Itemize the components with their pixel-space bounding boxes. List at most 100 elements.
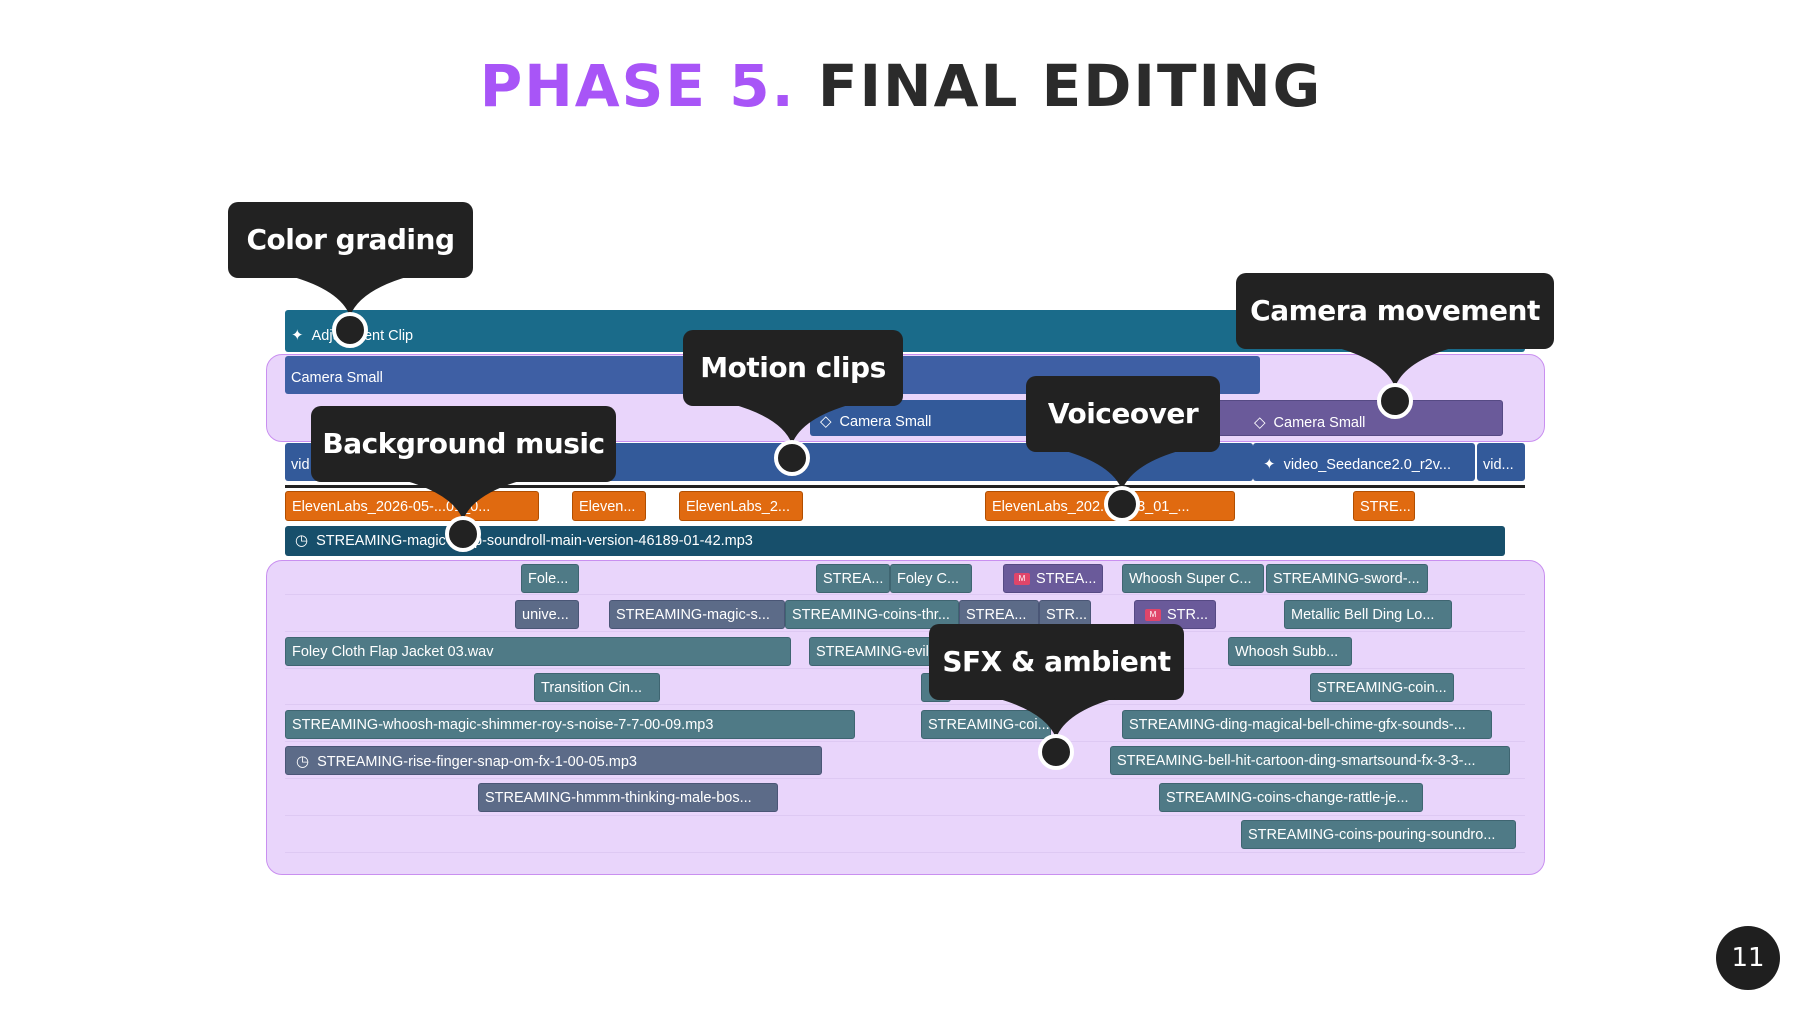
sfx-clip[interactable]: Whoosh Subb... [1228, 637, 1352, 666]
callout-label: Motion clips [700, 351, 886, 384]
sfx-clip[interactable]: STREAMING-coins-change-rattle-je... [1159, 783, 1423, 812]
track-line [285, 594, 1525, 595]
diamond-icon: ◇ [1254, 414, 1266, 431]
sfx-clip[interactable]: unive... [515, 600, 579, 629]
sfx-clip[interactable]: Whoosh Super C... [1122, 564, 1264, 593]
clip-label: Whoosh Super C... [1129, 571, 1252, 587]
diamond-icon: ◇ [820, 413, 832, 430]
voiceover-clip[interactable]: ElevenLabs_2... [679, 491, 803, 521]
sfx-clip[interactable]: STREAMING-bell-hit-cartoon-ding-smartsou… [1110, 746, 1510, 775]
clip-label: STREAMING-coi... [928, 717, 1050, 733]
clip-label: STREAMING-coins-change-rattle-je... [1166, 790, 1409, 806]
clip-label: Foley Cloth Flap Jacket 03.wav [292, 644, 494, 660]
clip-label: STREA... [1036, 571, 1097, 587]
sfx-clip[interactable]: STREAMING-coins-pouring-soundro... [1241, 820, 1516, 849]
clip-label: STR... [1167, 607, 1209, 623]
clip-label: Camera Small [839, 414, 932, 430]
sfx-clip[interactable]: STREAMING-coi... [921, 710, 1051, 739]
sfx-clip[interactable]: STREAMING-coin... [1310, 673, 1454, 702]
track-line [285, 741, 1525, 742]
sfx-clip[interactable]: STREAMING-coins-thr... [785, 600, 959, 629]
clip-label: Camera Small [1273, 415, 1366, 431]
sfx-clip[interactable]: ◷ STREAMING-rise-finger-snap-om-fx-1-00-0… [285, 746, 822, 775]
speed-icon: ◷ [296, 753, 310, 770]
clip-label: STREA... [823, 571, 884, 587]
clip-label: vid... [1483, 457, 1514, 473]
clip-label: ElevenLabs_2... [686, 499, 790, 515]
callout-voiceover: Voiceover [1026, 376, 1220, 452]
callout-label: Color grading [246, 223, 455, 256]
sfx-clip[interactable]: Metallic Bell Ding Lo... [1284, 600, 1452, 629]
clip-label: STREAMING-coin... [1317, 680, 1447, 696]
callout-tail [290, 276, 410, 316]
callout-sfx-ambient: SFX & ambient [929, 624, 1184, 700]
title-text: FINAL EDITING [817, 52, 1323, 120]
video-clip[interactable]: vid... [1477, 443, 1525, 481]
callout-label: Background music [322, 427, 605, 460]
camera-clip[interactable]: ◇ Camera Small [1215, 400, 1503, 436]
callout-pin [332, 312, 368, 348]
sfx-clip[interactable]: STREA... [816, 564, 890, 593]
sfx-clip[interactable]: STREAMING-evil... [809, 637, 949, 666]
clip-label: Fole... [528, 571, 569, 587]
callout-camera-movement: Camera movement [1236, 273, 1554, 349]
callout-tail [1062, 450, 1182, 490]
voiceover-clip[interactable]: ElevenLabs_2026-05-...01_0... [285, 491, 539, 521]
sparkle-icon: ✦ [291, 327, 304, 344]
clip-label: STREAMING-bell-hit-cartoon-ding-smartsou… [1117, 753, 1476, 769]
sfx-clip[interactable]: STREAMING-sword-... [1266, 564, 1428, 593]
sfx-clip[interactable]: Fole... [521, 564, 579, 593]
clip-label: Foley C... [897, 571, 960, 587]
callout-pin [1038, 734, 1074, 770]
clip-label: Eleven... [579, 499, 636, 515]
clip-label: STREAMING-hmmm-thinking-male-bos... [485, 790, 752, 806]
track-line [285, 668, 1525, 669]
clip-label: STREAMING-magic-s... [616, 607, 770, 623]
callout-tail [996, 698, 1116, 738]
callout-tail [403, 480, 523, 520]
clip-label: STREAMING-sword-... [1273, 571, 1420, 587]
sfx-clip[interactable]: Foley Cloth Flap Jacket 03.wav [285, 637, 791, 666]
clip-label: STREAMING-coins-pouring-soundro... [1248, 827, 1496, 843]
sfx-clip[interactable]: STREAMING-whoosh-magic-shimmer-roy-s-noi… [285, 710, 855, 739]
sfx-clip[interactable]: STREAMING-magic-s... [609, 600, 785, 629]
m-badge-icon: M [1145, 609, 1161, 622]
sfx-clip[interactable]: M STREA... [1003, 564, 1103, 593]
callout-motion-clips: Motion clips [683, 330, 903, 406]
callout-label: Voiceover [1047, 397, 1199, 430]
track-line [285, 815, 1525, 816]
clip-label: unive... [522, 607, 569, 623]
clip-label: vid [291, 457, 310, 473]
sfx-clip[interactable]: STREAMING-hmmm-thinking-male-bos... [478, 783, 778, 812]
clip-label: STREA... [966, 607, 1027, 623]
title-phase: PHASE 5. [479, 52, 796, 120]
speed-icon: ◷ [295, 532, 309, 549]
callout-color-grading: Color grading [228, 202, 473, 278]
voiceover-clip[interactable]: STRE... [1353, 491, 1415, 521]
slide-title: PHASE 5. FINAL EDITING [0, 52, 1802, 120]
callout-pin [1104, 486, 1140, 522]
track-line [285, 704, 1525, 705]
sfx-clip[interactable]: Transition Cin... [534, 673, 660, 702]
callout-pin [445, 516, 481, 552]
sfx-clip[interactable]: STREAMING-ding-magical-bell-chime-gfx-so… [1122, 710, 1492, 739]
video-clip[interactable]: ✦video_Seedance2.0_r2v... [1253, 443, 1475, 481]
clip-label: video_Seedance2.0_r2v... [1283, 457, 1451, 473]
track-divider [285, 485, 1525, 488]
clip-label: STR... [1046, 607, 1088, 623]
music-clip[interactable]: ◷STREAMING-magic-snap-soundroll-main-ver… [285, 526, 1505, 556]
clip-label: Camera Small [291, 370, 383, 386]
callout-background-music: Background music [311, 406, 616, 482]
m-badge-icon: M [1014, 573, 1030, 586]
track-line [285, 631, 1525, 632]
clip-label: STREAMING-ding-magical-bell-chime-gfx-so… [1129, 717, 1466, 733]
voiceover-clip[interactable]: Eleven... [572, 491, 646, 521]
callout-pin [774, 440, 810, 476]
clip-label: STREAMING-coins-thr... [792, 607, 950, 623]
track-line [285, 852, 1525, 853]
callout-label: Camera movement [1250, 294, 1540, 327]
sfx-clip[interactable]: Foley C... [890, 564, 972, 593]
clip-label: STREAMING-rise-finger-snap-om-fx-1-00-05… [317, 754, 637, 770]
clip-label: ElevenLabs_202...8T13_01_... [992, 499, 1190, 515]
